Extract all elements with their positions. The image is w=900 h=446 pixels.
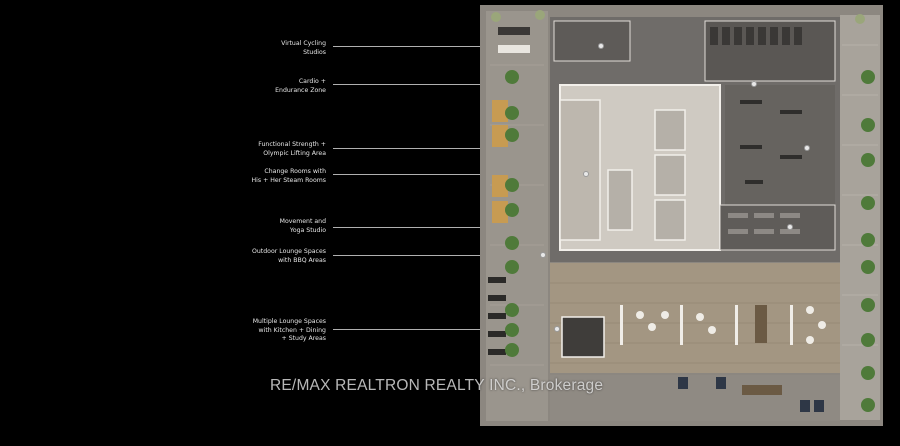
marker-cycling (598, 43, 604, 49)
change-rooms (559, 99, 601, 241)
amenity-label-multiple-lounge: Multiple Lounge Spaces with Kitchen + Di… (252, 318, 326, 342)
amenity-label-strength: Functional Strength + Olympic Lifting Ar… (258, 141, 326, 157)
amenity-label-cardio: Cardio + Endurance Zone (275, 78, 326, 94)
leader-line-change-rooms (333, 174, 586, 175)
watermark: RE/MAX REALTRON REALTY INC., Brokerage (270, 377, 604, 394)
marker-multiple-lounge (554, 326, 560, 332)
leader-line-multiple-lounge (333, 329, 557, 330)
amenity-label-yoga: Movement and Yoga Studio (279, 218, 326, 234)
amenity-label-outdoor-lounge: Outdoor Lounge Spaces with BBQ Areas (252, 248, 326, 264)
leader-line-outdoor-lounge (333, 255, 543, 256)
amenity-label-cycling: Virtual Cycling Studios (281, 40, 326, 56)
cycling-studio (553, 20, 631, 62)
lounge-kitchen (561, 316, 605, 358)
marker-cardio (751, 81, 757, 87)
floor-plan (480, 5, 883, 426)
yoga-studio (719, 204, 836, 251)
leader-line-cycling (333, 46, 601, 47)
terrace-bottom (550, 375, 840, 421)
marker-yoga (787, 224, 793, 230)
marker-outdoor-lounge (540, 252, 546, 258)
marker-change-rooms (583, 171, 589, 177)
terrace-right (840, 15, 880, 420)
dining-table (755, 305, 767, 343)
amenity-label-change-rooms: Change Rooms with His + Her Steam Rooms (251, 168, 326, 184)
marker-strength (804, 145, 810, 151)
